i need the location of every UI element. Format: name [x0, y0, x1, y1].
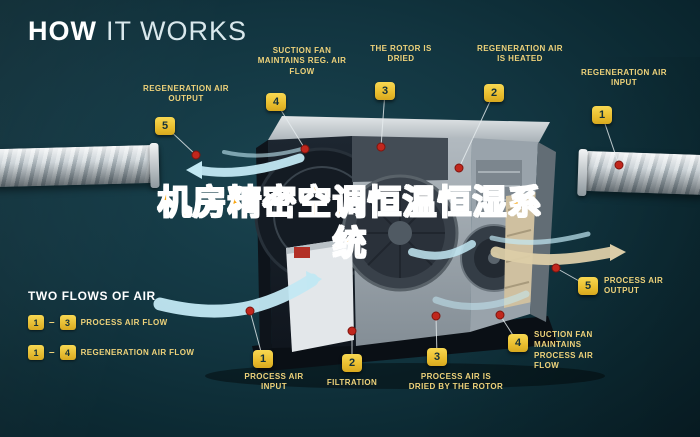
legend-regen-start-badge: 1: [28, 345, 44, 360]
callout-filtration-badge: 2: [342, 354, 362, 372]
filter-media: [504, 192, 536, 308]
duct-flange-right: [577, 148, 588, 197]
watermark-line2: 统: [332, 225, 368, 265]
legend-regen-end-badge: 4: [59, 345, 76, 360]
callout-regeneration-air-heated-badge: 2: [484, 84, 504, 102]
watermark-line1: 机房精密空调恒温恒湿系: [157, 183, 543, 223]
callout-process-air-input-label: PROCESS AIR INPUT: [244, 372, 304, 392]
legend-row-regeneration: 1 – 4 REGENERATION AIR FLOW: [28, 345, 194, 360]
suction-fan: [460, 224, 528, 292]
spiral-duct-left: [0, 144, 159, 188]
legend-dash: –: [49, 347, 55, 358]
legend-process-label: PROCESS AIR FLOW: [80, 318, 168, 327]
watermark-text: 机房精密空调恒温恒湿系 统: [60, 183, 640, 266]
rotor-wheel: [341, 174, 459, 292]
page-title-bold: HOW: [28, 16, 97, 46]
callout-rotor-dried-badge: 3: [375, 82, 395, 100]
page-title-light: IT WORKS: [105, 16, 247, 46]
legend-heading: TWO FLOWS OF AIR: [28, 289, 156, 303]
callout-regeneration-air-input-label: REGENERATION AIR INPUT: [581, 68, 667, 88]
callout-process-air-dried-label: PROCESS AIR IS DRIED BY THE ROTOR: [408, 372, 504, 392]
legend-process-start-badge: 1: [28, 315, 44, 330]
legend-process-end-badge: 3: [59, 315, 76, 330]
marker-dots: [191, 142, 624, 336]
callout-suction-fan-process-badge: 4: [508, 334, 528, 352]
callout-regeneration-air-input-badge: 1: [592, 106, 612, 124]
callout-filtration-label: FILTRATION: [326, 378, 378, 387]
callout-suction-fan-reg-label: SUCTION FAN MAINTAINS REG. AIR FLOW: [257, 46, 347, 76]
callout-process-air-output-badge: 5: [578, 277, 598, 295]
page-title: HOW IT WORKS: [28, 16, 247, 47]
callout-regeneration-air-output-label: REGENERATION AIR OUTPUT: [143, 84, 229, 104]
callout-process-air-dried-badge: 3: [427, 348, 447, 366]
callout-regeneration-air-heated-label: REGENERATION AIR IS HEATED: [477, 44, 563, 64]
callout-rotor-dried-label: THE ROTOR IS DRIED: [370, 44, 432, 64]
callout-suction-fan-process-label: SUCTION FAN MAINTAINS PROCESS AIR FLOW: [534, 330, 594, 371]
callout-process-air-output-label: PROCESS AIR OUTPUT: [604, 276, 664, 296]
duct-flange-left: [149, 142, 160, 189]
callout-process-air-input-badge: 1: [253, 350, 273, 368]
legend-dash: –: [49, 317, 55, 328]
spiral-duct-right: [583, 150, 700, 196]
callout-suction-fan-reg-badge: 4: [266, 93, 286, 111]
legend-row-process: 1 – 3 PROCESS AIR FLOW: [28, 315, 168, 330]
legend-regeneration-label: REGENERATION AIR FLOW: [80, 348, 195, 357]
callout-regeneration-air-output-badge: 5: [155, 117, 175, 135]
airflow-ribbons: [153, 146, 626, 318]
